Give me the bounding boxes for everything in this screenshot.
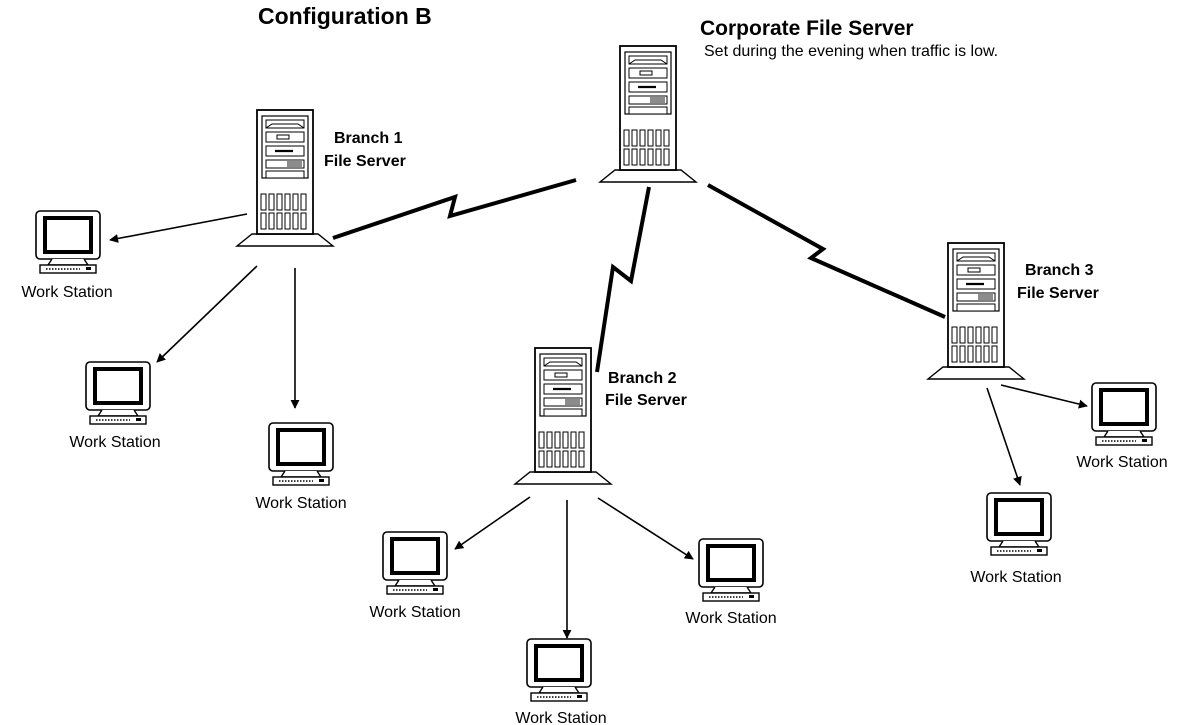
workstation-label: Work Station (970, 569, 1061, 586)
branch-3-server: Branch 3 File Server (926, 241, 1099, 381)
branch-1-label-line2: File Server (324, 153, 406, 170)
lan-arrow (454, 496, 531, 550)
workstation-label: Work Station (1076, 454, 1167, 471)
wan-link-branch-1 (332, 178, 577, 240)
corporate-server-label: Corporate File Server (700, 17, 914, 40)
branch-3-label-line1: Branch 3 (1025, 262, 1094, 279)
lan-arrow (597, 497, 694, 560)
lan-arrow (156, 265, 258, 363)
branch-2-label-line1: Branch 2 (608, 370, 677, 387)
branch-1-label-line1: Branch 1 (334, 130, 403, 147)
workstation-label: Work Station (685, 610, 776, 627)
workstation-icon (381, 530, 449, 596)
workstation-label: Work Station (369, 604, 460, 621)
server-icon (598, 44, 698, 184)
workstation: Work Station (685, 537, 777, 627)
lan-arrow (1000, 384, 1088, 409)
workstation: Work Station (1076, 381, 1168, 471)
server-icon (235, 108, 335, 248)
workstation-icon (84, 360, 152, 426)
workstation-label: Work Station (255, 495, 346, 512)
workstation: Work Station (69, 360, 161, 451)
workstation-icon (34, 209, 102, 275)
workstation-icon (525, 637, 593, 703)
workstation-label: Work Station (21, 284, 112, 301)
workstation-icon (985, 491, 1053, 557)
workstation-icon (697, 537, 765, 603)
branch-2-label-line2: File Server (605, 392, 687, 409)
corporate-server-note: Set during the evening when traffic is l… (704, 43, 998, 60)
lan-arrow (986, 387, 1022, 486)
workstation-icon (267, 421, 335, 487)
workstation-icon (1090, 381, 1158, 447)
branch-2-server: Branch 2 File Server (513, 346, 687, 486)
workstation-label: Work Station (515, 710, 606, 725)
workstation: Work Station (255, 421, 347, 512)
wan-link-branch-3 (707, 183, 946, 319)
workstation-label: Work Station (69, 434, 160, 451)
workstation: Work Station (369, 530, 461, 621)
wan-link-branch-2 (595, 186, 651, 373)
workstation: Work Station (970, 491, 1062, 586)
branch-3-label-line2: File Server (1017, 285, 1099, 302)
workstation: Work Station (21, 209, 113, 301)
server-icon (926, 241, 1026, 381)
diagram-title: Configuration B (258, 3, 432, 29)
branch-1-server: Branch 1 File Server (235, 108, 406, 248)
lan-arrow (109, 213, 248, 243)
workstation: Work Station (515, 637, 607, 725)
corporate-server (598, 44, 698, 184)
